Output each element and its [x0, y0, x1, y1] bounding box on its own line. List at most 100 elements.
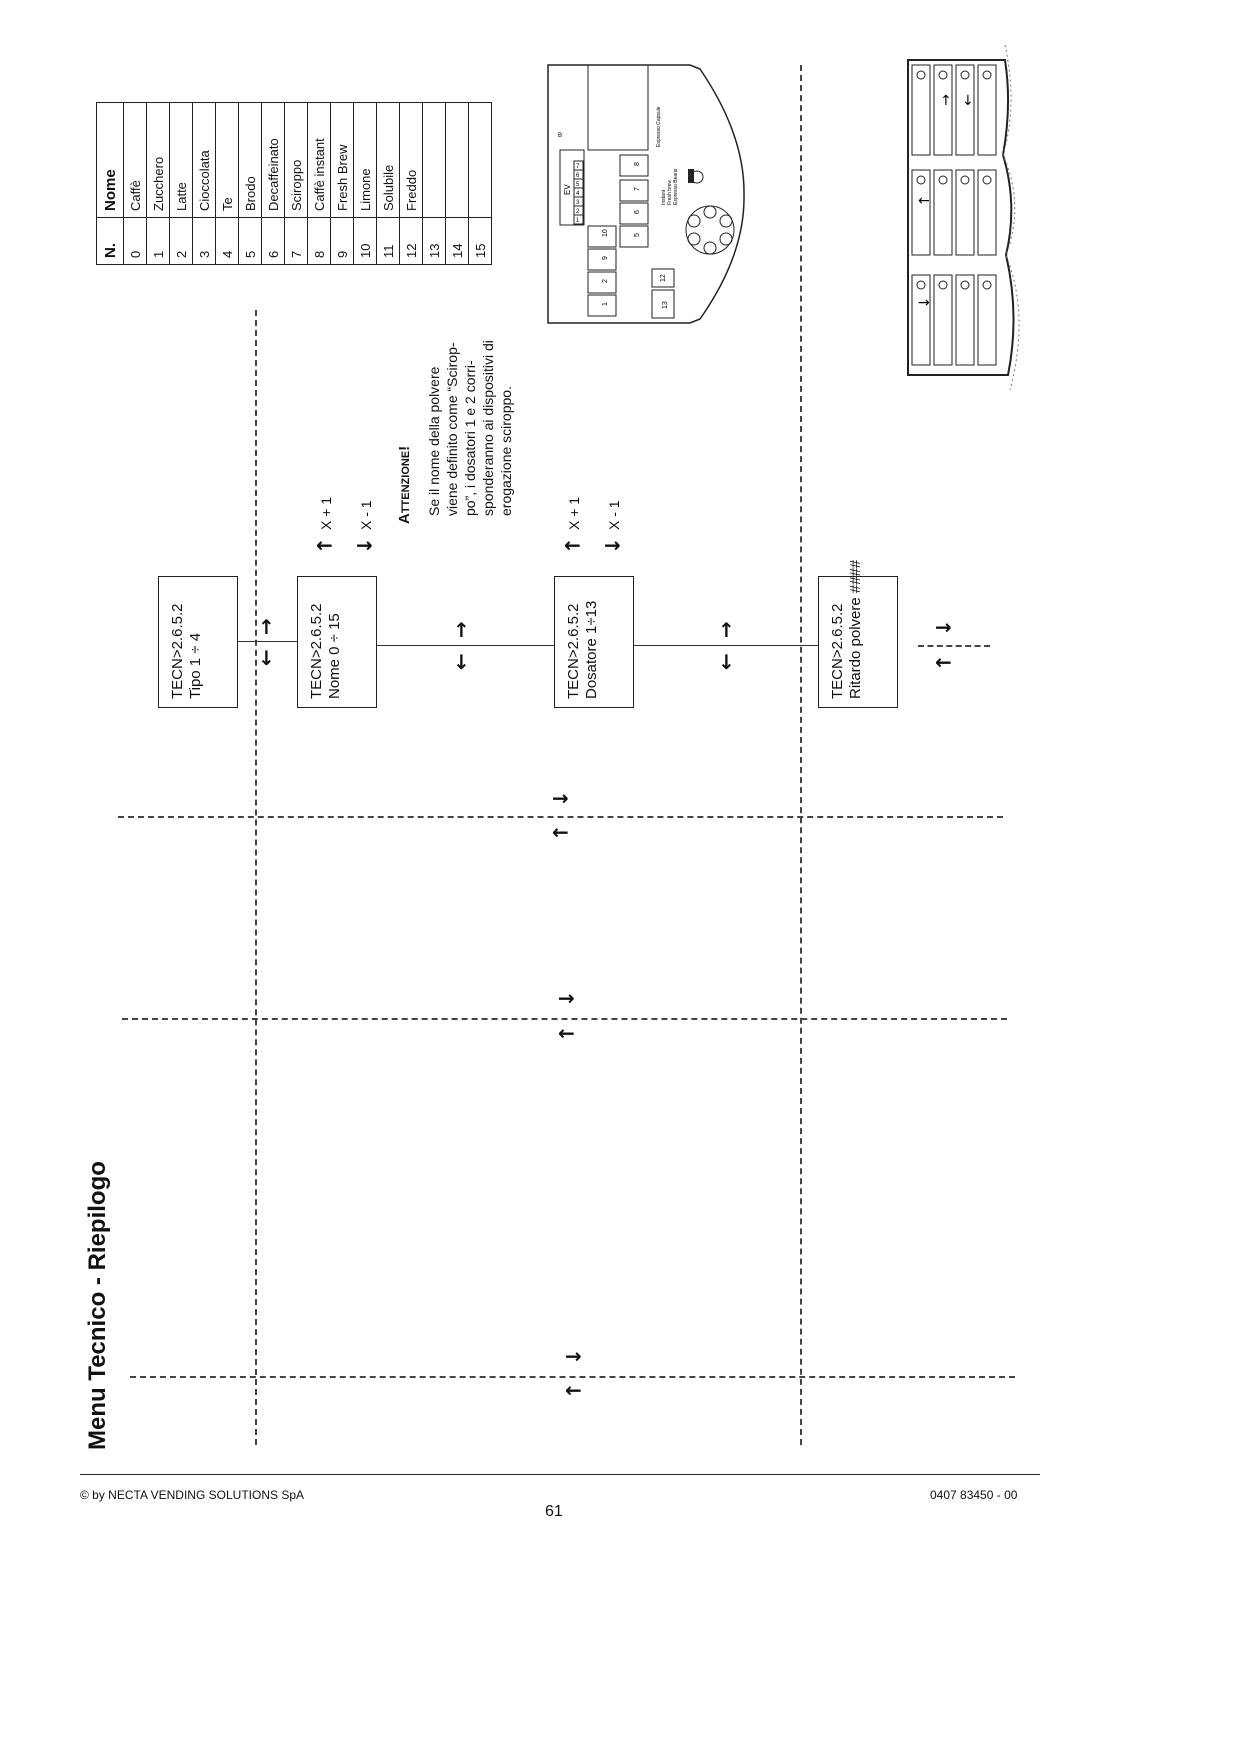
table-cell-number: 15 [468, 217, 492, 265]
menu-box-dosatore-code: TECN>2.6.5.2 [565, 603, 582, 699]
doser-slot-label: 8 [634, 162, 641, 166]
cup-carousel [685, 205, 735, 255]
doser-slot [619, 202, 649, 225]
keypad-key [933, 169, 953, 256]
table-cell-name [445, 102, 469, 218]
table-cell-number: 5 [238, 217, 262, 265]
arrow-down-icon: ↓ [258, 646, 275, 670]
table-header-name: Nome [96, 102, 124, 218]
keypad-key [911, 169, 931, 256]
horizontal-dashed-line-1 [118, 816, 1003, 818]
ev-cell [573, 160, 584, 171]
keypad-led-icon [960, 280, 970, 290]
doser-13-label: 13 [662, 301, 669, 309]
cup-position [687, 232, 701, 246]
keypad-key [977, 274, 997, 366]
machine-outline [547, 64, 745, 324]
vertical-dashed-line-right [800, 65, 802, 1445]
warning-line: po”, i dosatori 1 e 2 corri- [462, 360, 478, 516]
keypad-led-icon [982, 280, 992, 290]
arrow-left-icon: ← [558, 1021, 575, 1045]
machine-text: Instant [661, 189, 667, 205]
menu-box-ritardo: TECN>2.6.5.2 Ritardo polvere #### [818, 560, 898, 708]
table-header-n: N. [96, 217, 124, 265]
menu-box-nome: TECN>2.6.5.2 Nome 0 ÷ 15 [297, 576, 377, 708]
key-plus-label: X + 1 [318, 496, 334, 530]
horizontal-dashed-line-3 [130, 1376, 1015, 1378]
ev-cell-label: 7 [576, 164, 580, 170]
doser-12 [651, 268, 675, 288]
table-row: 15 [468, 102, 492, 265]
keypad-key [911, 274, 931, 366]
table-cell-number: 13 [422, 217, 446, 265]
cup-position [687, 214, 701, 228]
menu-box-nome-label: Nome 0 ÷ 15 [326, 613, 343, 699]
table-row: 14 [445, 102, 469, 265]
warning-title: Attenzione! [396, 445, 413, 524]
key-plus-label: X + 1 [566, 496, 582, 530]
menu-box-ritardo-code: TECN>2.6.5.2 [829, 603, 846, 699]
key-minus-label: X - 1 [358, 500, 374, 530]
doser-slot [587, 225, 617, 248]
table-cell-number: 14 [445, 217, 469, 265]
table-cell-name [468, 102, 492, 218]
horizontal-dashed-line-4 [918, 645, 990, 647]
table-cell-number: 2 [169, 217, 193, 265]
doser-13 [651, 289, 675, 319]
ev-cell-label: 1 [576, 218, 580, 224]
keypad-diagram: → ← ↑ ↓ [907, 45, 1020, 390]
table-row: 13 [422, 102, 446, 265]
table-cell-name: Latte [169, 102, 193, 218]
doser-slot-label: 5 [634, 233, 641, 237]
keypad-key [911, 64, 931, 156]
marker-b-label: B [558, 133, 562, 139]
key-arrow-right-icon: → [918, 295, 930, 311]
menu-box-dosatore-label: Dosatore 1÷13 [583, 600, 600, 699]
warning-line: Se il nome della polvere [426, 366, 442, 516]
arrow-right-icon: → [565, 1344, 582, 1368]
document-code: 0407 83450 - 00 [930, 1488, 1018, 1502]
doser-slot [619, 225, 649, 248]
table-cell-name: Cioccolata [192, 102, 216, 218]
keypad-led-icon [916, 280, 926, 290]
warning-line: sponderanno ai dispositivi di [480, 340, 496, 516]
keypad-key [933, 64, 953, 156]
arrow-right-icon: → [558, 986, 575, 1010]
machine-text: Espresso Capsule [656, 106, 662, 147]
table-cell-name: Zucchero [146, 102, 170, 218]
table-cell-number: 0 [123, 217, 147, 265]
table-cell-name: Brodo [238, 102, 262, 218]
keypad-key [955, 274, 975, 366]
keypad-key [955, 169, 975, 256]
keypad-led-icon [938, 280, 948, 290]
table-cell-number: 7 [284, 217, 308, 265]
cup-position [719, 232, 733, 246]
key-arrow-left-icon: ← [918, 193, 930, 209]
arrow-left-icon: ← [935, 650, 952, 674]
menu-box-nome-code: TECN>2.6.5.2 [308, 603, 325, 699]
table-cell-name: Fresh Brew [330, 102, 354, 218]
arrow-left-icon: ← [564, 533, 581, 557]
table-cell-name [422, 102, 446, 218]
ev-block [559, 149, 585, 226]
doser-slot-label: 9 [602, 256, 609, 260]
key-arrow-up-icon: ↑ [940, 93, 952, 109]
keypad-key [955, 64, 975, 156]
doser-slot [587, 294, 617, 317]
doser-slot-label: 10 [602, 229, 609, 237]
table-cell-name: Caffè [123, 102, 147, 218]
keypad-led-icon [938, 70, 948, 80]
keypad-key [977, 64, 997, 156]
arrow-up-icon: ↑ [718, 618, 735, 642]
table-cell-name: Solubile [376, 102, 400, 218]
machine-text: Fresh brew [667, 180, 673, 205]
table-cell-name: Decaffeinato [261, 102, 285, 218]
doser-slot-label: 2 [602, 279, 609, 283]
horizontal-dashed-line-2 [122, 1018, 1007, 1020]
